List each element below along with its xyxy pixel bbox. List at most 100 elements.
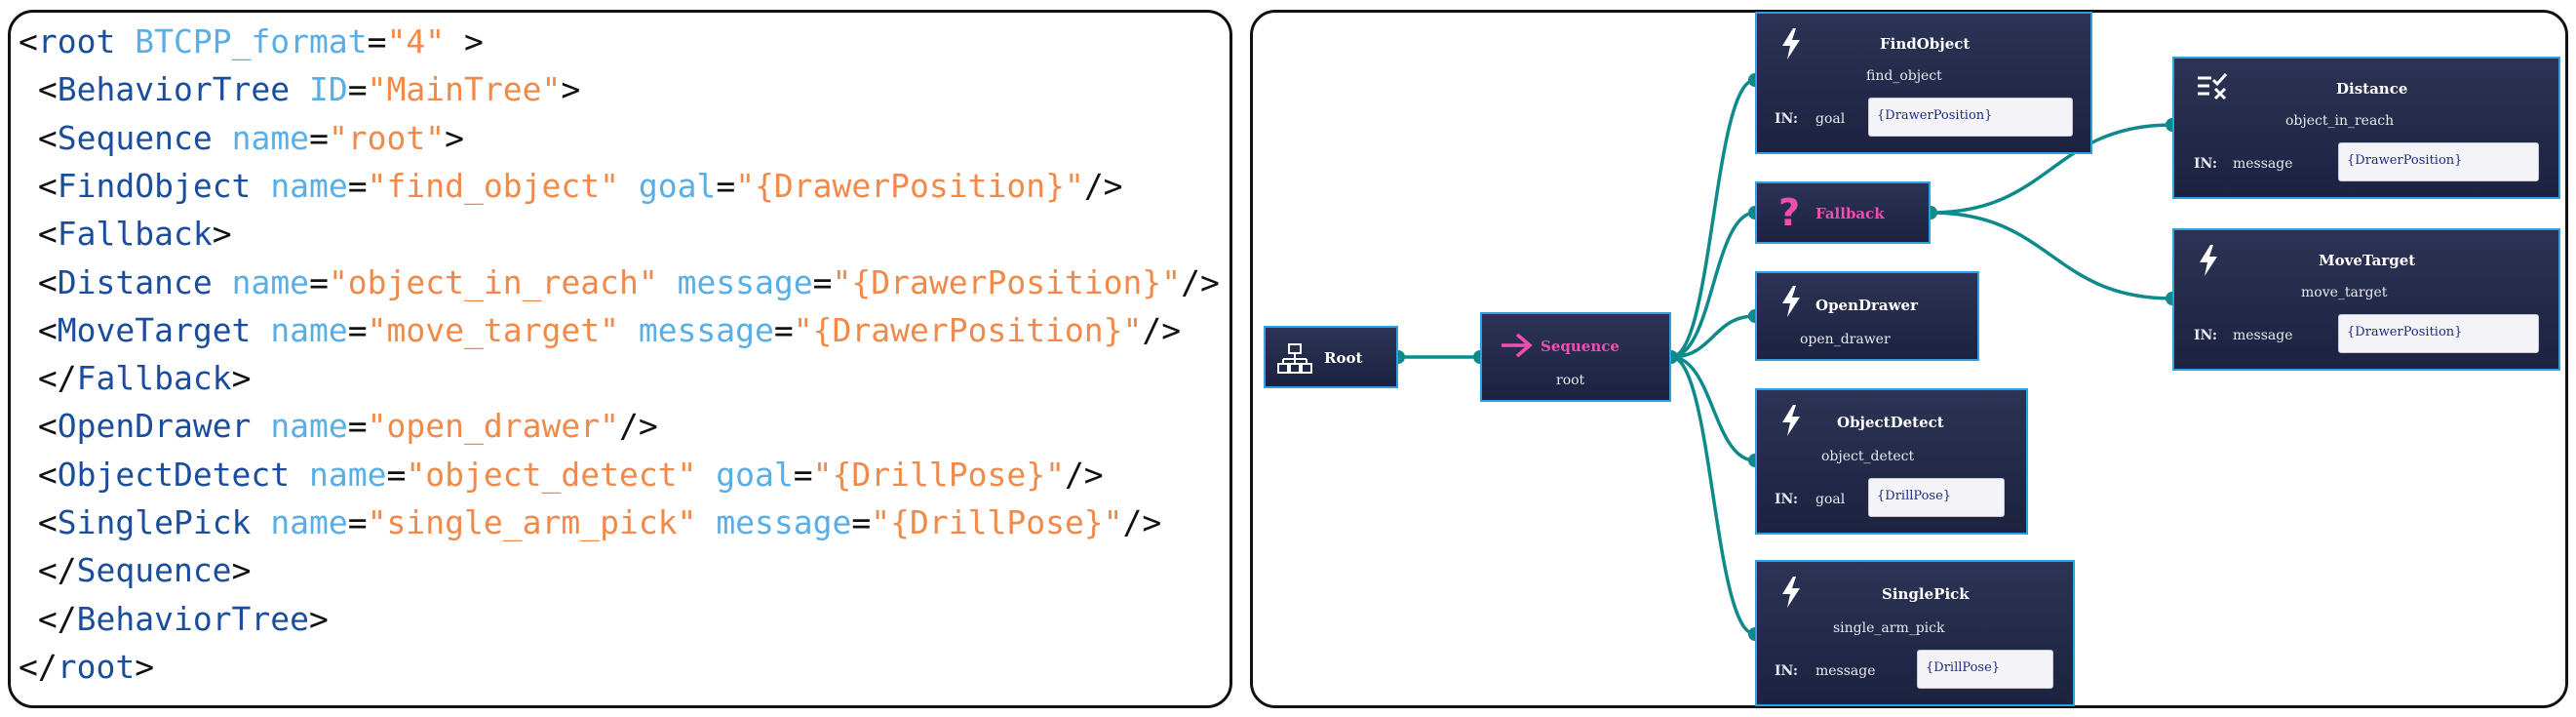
code-token: message bbox=[677, 262, 813, 301]
code-token: goal bbox=[638, 166, 717, 205]
code-token: < bbox=[19, 407, 58, 446]
singlepick-node[interactable]: SinglePick single_arm_pick IN: message {… bbox=[1755, 560, 2075, 706]
findobject-port-value[interactable]: {DrawerPosition} bbox=[1868, 98, 2073, 137]
code-token: > bbox=[135, 647, 155, 686]
code-token: = bbox=[367, 22, 387, 60]
code-token: /> bbox=[1083, 166, 1123, 205]
findobject-port-key: goal bbox=[1815, 111, 1846, 127]
sequence-node[interactable]: Sequence root bbox=[1480, 312, 1671, 402]
code-token: = bbox=[386, 455, 407, 494]
code-token: "{DrillPose}" bbox=[812, 455, 1065, 494]
code-token: BehaviorTree bbox=[76, 599, 310, 638]
code-token: "single_arm_pick" bbox=[367, 503, 697, 541]
code-token: </ bbox=[19, 647, 58, 686]
code-token: = bbox=[309, 262, 329, 301]
code-token: message bbox=[716, 503, 852, 541]
findobject-node[interactable]: FindObject find_object IN: goal {DrawerP… bbox=[1755, 12, 2092, 154]
movetarget-node-title: MoveTarget bbox=[2319, 252, 2416, 269]
code-token: = bbox=[309, 118, 329, 157]
code-token: > bbox=[445, 118, 465, 157]
lightning-icon bbox=[1782, 28, 1800, 60]
wire bbox=[1670, 211, 1756, 359]
objectdetect-port-value[interactable]: {DrillPose} bbox=[1868, 478, 2005, 517]
code-token: > bbox=[212, 215, 232, 254]
wire bbox=[1670, 314, 1756, 359]
distance-node[interactable]: Distance object_in_reach IN: message {Dr… bbox=[2172, 57, 2560, 199]
opendrawer-node-title: OpenDrawer bbox=[1815, 297, 1918, 314]
opendrawer-node[interactable]: OpenDrawer open_drawer bbox=[1755, 271, 1979, 361]
distance-node-title: Distance bbox=[2336, 80, 2408, 98]
code-token: Fallback bbox=[57, 215, 213, 254]
findobject-node-title: FindObject bbox=[1880, 35, 1971, 53]
objectdetect-node-name: object_detect bbox=[1821, 449, 1915, 464]
code-token: /> bbox=[1122, 503, 1162, 541]
code-token: < bbox=[19, 455, 58, 494]
code-token: name bbox=[231, 118, 310, 157]
code-token: BehaviorTree bbox=[57, 70, 291, 109]
code-line: </Sequence> bbox=[19, 551, 252, 590]
code-token: = bbox=[347, 310, 368, 349]
movetarget-node-name: move_target bbox=[2301, 285, 2388, 300]
code-token: "{DrawerPosition}" bbox=[793, 310, 1143, 349]
code-token: Sequence bbox=[76, 551, 232, 590]
objectdetect-node-title: ObjectDetect bbox=[1837, 414, 1944, 431]
sequence-node-title: Sequence bbox=[1541, 338, 1620, 355]
code-token: </ bbox=[19, 359, 77, 398]
code-token: = bbox=[773, 310, 794, 349]
findobject-in-label: IN: bbox=[1775, 111, 1799, 127]
code-token: < bbox=[19, 70, 58, 109]
code-token: "{DrillPose}" bbox=[871, 503, 1123, 541]
code-token: < bbox=[19, 166, 58, 205]
code-token: = bbox=[347, 503, 368, 541]
root-node-title: Root bbox=[1324, 349, 1363, 367]
code-token: = bbox=[347, 70, 368, 109]
code-token: SinglePick bbox=[57, 503, 252, 541]
movetarget-node[interactable]: MoveTarget move_target IN: message {Draw… bbox=[2172, 228, 2560, 371]
code-token: FindObject bbox=[57, 166, 252, 205]
code-line: <MoveTarget name="move_target" message="… bbox=[19, 311, 1181, 350]
lightning-icon bbox=[2200, 245, 2217, 276]
lightning-icon bbox=[1782, 286, 1800, 317]
sequence-node-name: root bbox=[1556, 373, 1585, 388]
code-token: </ bbox=[19, 599, 77, 638]
fallback-node-title: Fallback bbox=[1815, 205, 1885, 222]
fallback-node[interactable]: ? Fallback bbox=[1755, 181, 1931, 244]
code-token: "MainTree" bbox=[367, 70, 562, 109]
code-token: > bbox=[309, 599, 329, 638]
code-line: <root BTCPP_format="4" > bbox=[19, 22, 484, 61]
code-token: = bbox=[347, 407, 368, 446]
wire bbox=[1670, 355, 1756, 462]
question-icon: ? bbox=[1778, 191, 1801, 234]
singlepick-node-name: single_arm_pick bbox=[1833, 620, 1945, 636]
code-token: goal bbox=[716, 455, 794, 494]
movetarget-port-value[interactable]: {DrawerPosition} bbox=[2338, 314, 2539, 353]
code-token: name bbox=[309, 455, 387, 494]
code-token: > bbox=[231, 359, 252, 398]
code-token: name bbox=[270, 407, 348, 446]
distance-port-key: message bbox=[2233, 156, 2293, 172]
code-line: <SinglePick name="single_arm_pick" messa… bbox=[19, 503, 1161, 542]
code-token: "find_object" bbox=[367, 166, 619, 205]
root-node[interactable]: Root bbox=[1264, 326, 1398, 388]
code-token: "object_in_reach" bbox=[328, 262, 658, 301]
code-line: <OpenDrawer name="open_drawer"/> bbox=[19, 407, 658, 446]
wire bbox=[1670, 78, 1756, 359]
code-token: "move_target" bbox=[367, 310, 619, 349]
code-token: = bbox=[347, 166, 368, 205]
singlepick-port-value[interactable]: {DrillPose} bbox=[1917, 650, 2053, 689]
code-token: < bbox=[19, 503, 58, 541]
distance-port-value[interactable]: {DrawerPosition} bbox=[2338, 142, 2539, 181]
code-token: ObjectDetect bbox=[57, 455, 291, 494]
code-token: < bbox=[19, 22, 38, 60]
objectdetect-node[interactable]: ObjectDetect object_detect IN: goal {Dri… bbox=[1755, 388, 2028, 535]
code-token: name bbox=[270, 503, 348, 541]
arrow-right-icon bbox=[1502, 333, 1533, 358]
code-token: /> bbox=[1181, 262, 1220, 301]
code-token: "object_detect" bbox=[406, 455, 697, 494]
lightning-icon bbox=[1782, 577, 1800, 608]
code-token: /> bbox=[1064, 455, 1104, 494]
code-token: root bbox=[57, 647, 136, 686]
code-token: "open_drawer" bbox=[367, 407, 619, 446]
code-token: MoveTarget bbox=[57, 310, 252, 349]
code-line: <FindObject name="find_object" goal="{Dr… bbox=[19, 167, 1123, 206]
